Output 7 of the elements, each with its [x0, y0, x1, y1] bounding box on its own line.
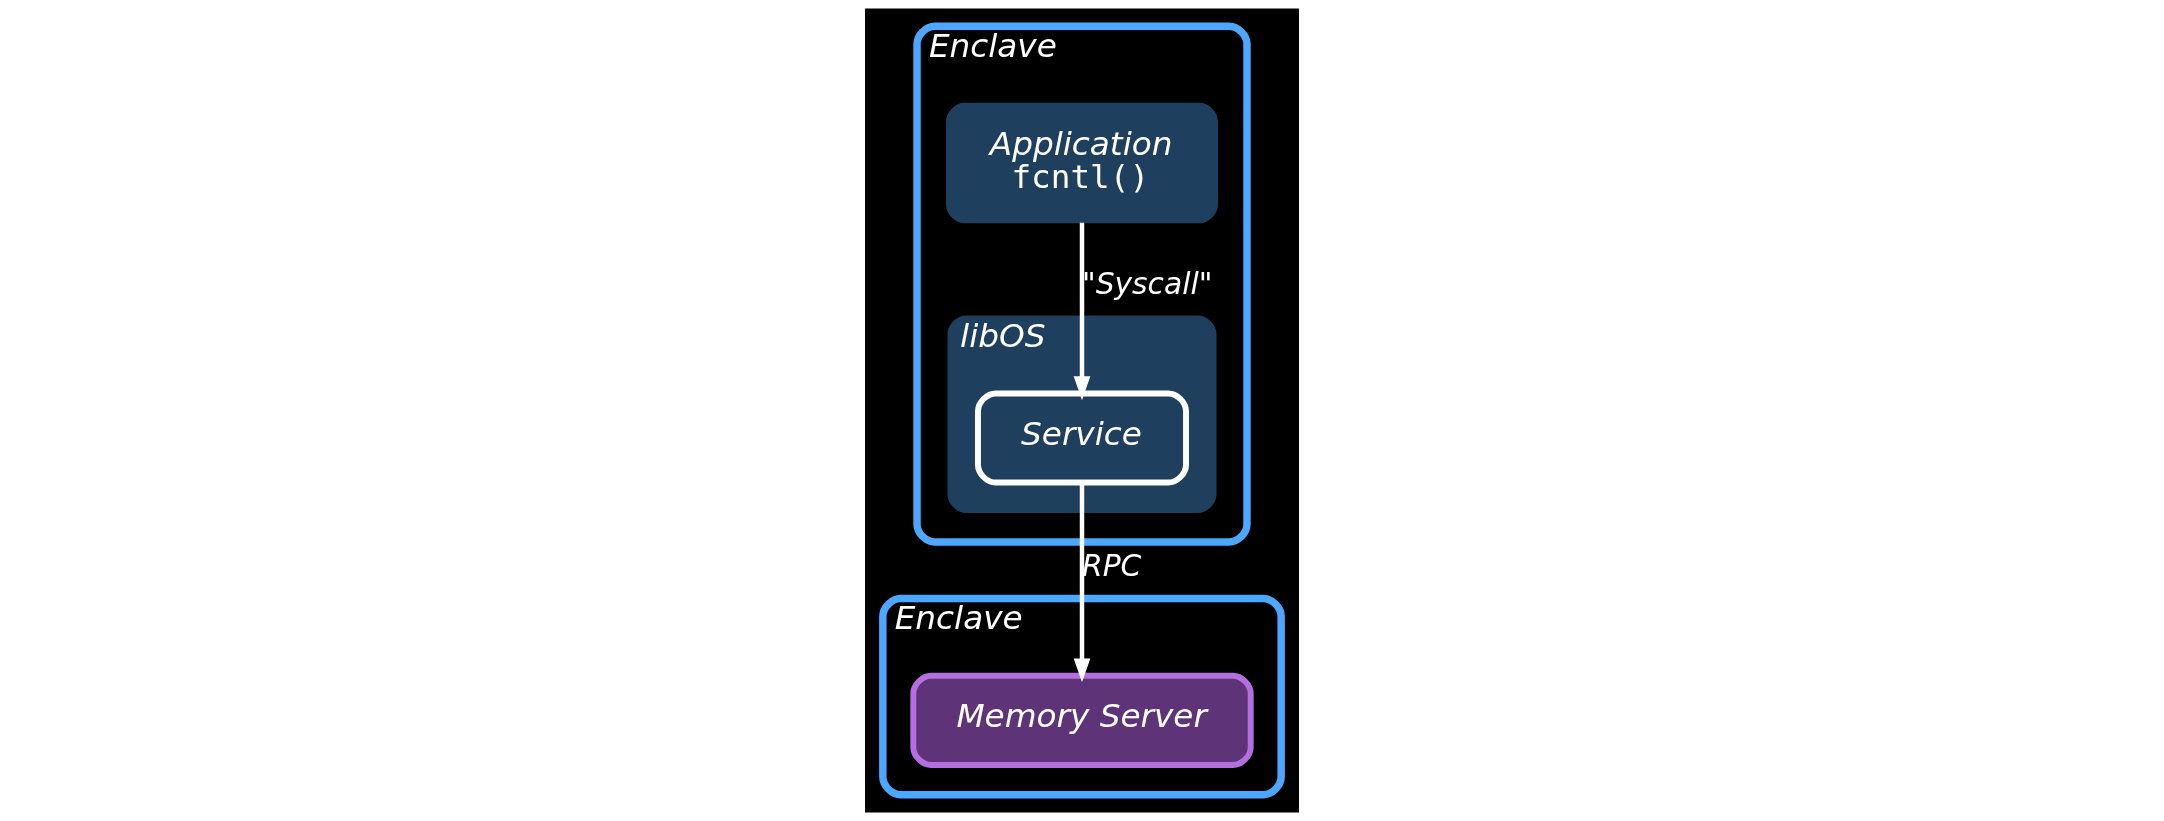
node-box: Service	[975, 390, 1189, 486]
edge-label: RPC	[1082, 548, 1142, 584]
arrow	[1073, 222, 1091, 401]
node-box: Application fcntl()	[946, 102, 1218, 224]
node-box: Memory Server	[910, 672, 1254, 768]
arrow	[1073, 483, 1091, 683]
edge-label: "Syscall"	[1082, 265, 1213, 301]
